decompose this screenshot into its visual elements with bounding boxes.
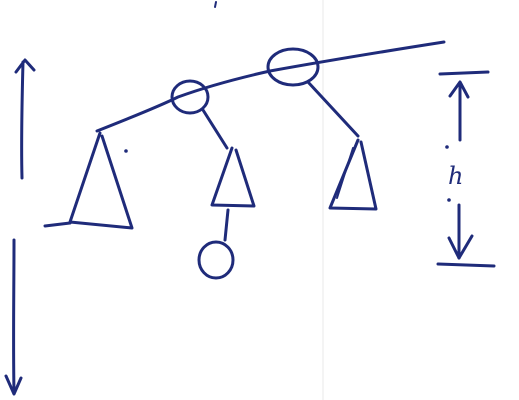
height-bottom-bar bbox=[436, 262, 496, 268]
left-height-arrow bbox=[4, 58, 36, 396]
middle-subtree-triangle bbox=[210, 146, 256, 208]
pendant-edge bbox=[223, 208, 230, 242]
left-arrow-bottom-head bbox=[4, 374, 23, 396]
tree-spine bbox=[95, 40, 446, 133]
edge-inner-to-middle bbox=[201, 108, 229, 150]
root-node bbox=[266, 47, 320, 87]
left-subtree-triangle bbox=[68, 131, 134, 230]
pendant-node bbox=[197, 240, 235, 280]
left-subtree-base-line bbox=[43, 221, 72, 228]
inner-node bbox=[170, 79, 210, 115]
stray-mark bbox=[214, 1, 217, 8]
height-arrow-down-head bbox=[447, 234, 474, 260]
right-subtree-inner-stroke bbox=[336, 147, 354, 199]
edge-root-to-right bbox=[306, 80, 360, 138]
left-arrow-upper-shaft bbox=[20, 60, 25, 180]
height-dot-upper bbox=[445, 145, 449, 149]
height-top-bar bbox=[438, 70, 490, 76]
height-dot-lower bbox=[447, 198, 451, 202]
left-subtree-dot bbox=[124, 149, 128, 153]
height-label: h bbox=[448, 162, 463, 190]
left-arrow-top-head bbox=[14, 58, 36, 74]
height-indicator: h bbox=[436, 70, 496, 268]
height-arrow-up-head bbox=[448, 80, 470, 99]
